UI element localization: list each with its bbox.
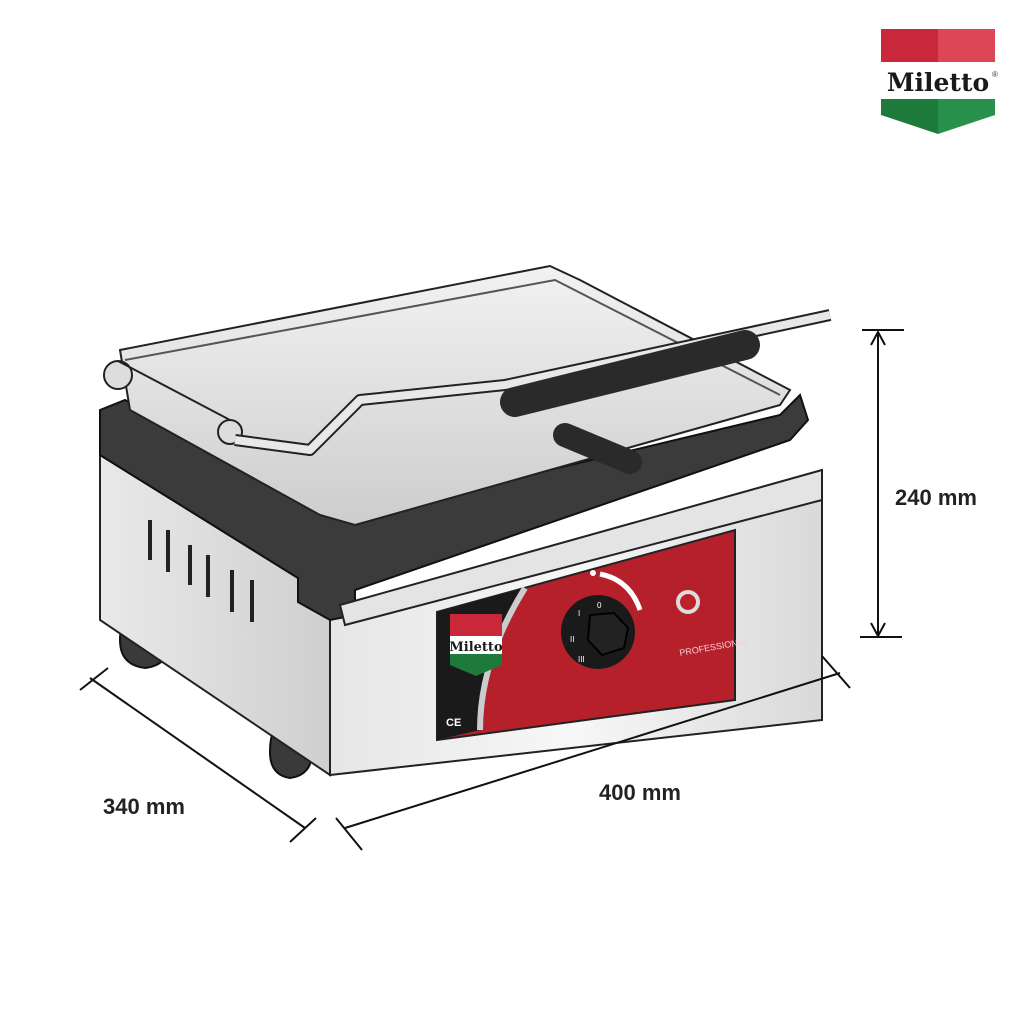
side-knob-handle[interactable]: [553, 423, 642, 474]
svg-text:II: II: [570, 635, 574, 644]
brand-logo: Miletto ®: [881, 29, 998, 134]
height-dimension-label: 240 mm: [895, 485, 977, 510]
panel-logo: Miletto: [449, 614, 503, 676]
svg-text:Miletto: Miletto: [449, 640, 503, 655]
dimension-lines: [79, 329, 904, 851]
side-vents: [148, 520, 254, 622]
handle-grip[interactable]: [500, 330, 760, 417]
thermostat-knob[interactable]: [586, 611, 630, 657]
drip-tray: [338, 468, 823, 627]
svg-text:I: I: [578, 609, 580, 618]
control-panel: Miletto CE 0 I II III PROFESSIONAL: [436, 528, 749, 742]
svg-text:III: III: [578, 655, 585, 664]
indicator-light: [676, 590, 700, 614]
ce-mark: CE: [446, 717, 461, 729]
svg-text:0: 0: [597, 601, 602, 610]
width-dimension-label: 400 mm: [599, 780, 681, 805]
svg-text:®: ®: [992, 70, 998, 79]
depth-dimension-label: 340 mm: [103, 794, 185, 819]
handle-arm-shine: [234, 311, 831, 454]
svg-text:Miletto: Miletto: [887, 68, 989, 97]
